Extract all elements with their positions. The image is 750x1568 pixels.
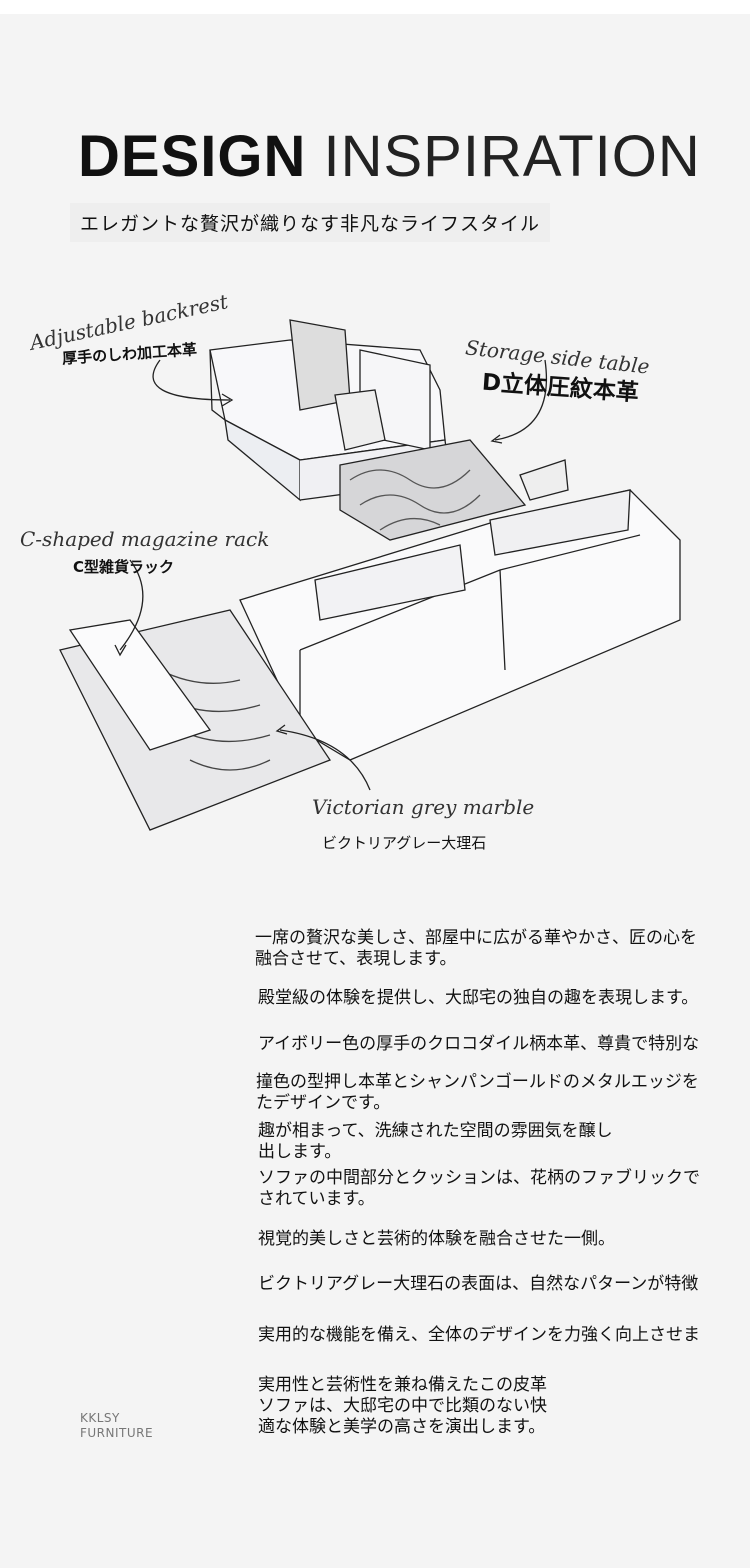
description-paragraph: 殿堂級の体験を提供し、大邸宅の独自の趣を表現します。 bbox=[258, 988, 699, 1008]
description-paragraph: 趣が相まって、洗練された空間の雰囲気を醸し 出します。 bbox=[258, 1121, 613, 1162]
annotation-script-magazine-rack: C-shaped magazine rack bbox=[20, 527, 270, 551]
annotation-label-marble: ビクトリアグレー大理石 bbox=[322, 834, 487, 852]
sofa-sketch-illustration: Adjustable backrest 厚手のしわ加工本革 Storage si… bbox=[0, 289, 750, 890]
description-paragraph: ビクトリアグレー大理石の表面は、自然なパターンが特徴 bbox=[258, 1274, 699, 1294]
page-title: DESIGN INSPIRATION bbox=[78, 122, 701, 192]
title-light: INSPIRATION bbox=[323, 124, 701, 189]
description-paragraph: 実用的な機能を備え、全体のデザインを力強く向上させま bbox=[258, 1325, 700, 1345]
description-paragraph: 実用性と芸術性を兼ね備えたこの皮革 ソファは、大邸宅の中で比類のない快 適な体験… bbox=[258, 1375, 547, 1437]
description-paragraph: 撞色の型押し本革とシャンパンゴールドのメタルエッジを たデザインです。 bbox=[256, 1072, 699, 1113]
description-paragraph: アイボリー色の厚手のクロコダイル柄本革、尊貴で特別な bbox=[258, 1034, 700, 1054]
title-bold: DESIGN bbox=[78, 124, 307, 189]
description-paragraph: ソファの中間部分とクッションは、花柄のファブリックで されています。 bbox=[258, 1168, 700, 1209]
sofa-sketch-drawing bbox=[59, 319, 681, 831]
description-paragraph: 一席の贅沢な美しさ、部屋中に広がる華やかさ、匠の心を 融合させて、表現します。 bbox=[255, 928, 697, 969]
brand-logo: KKLSY FURNITURE bbox=[80, 1411, 153, 1441]
subtitle: エレガントな贅沢が織りなす非凡なライフスタイル bbox=[70, 203, 551, 242]
annotation-label-magazine-rack: C型雑貨ラック bbox=[73, 558, 175, 576]
top-band bbox=[0, 0, 750, 14]
annotation-script-marble: Victorian grey marble bbox=[312, 795, 535, 819]
brand-subtitle: FURNITURE bbox=[80, 1426, 154, 1440]
brand-name: KKLSY bbox=[80, 1411, 120, 1425]
description-paragraph: 視覚的美しさと芸術的体験を融合させた一側。 bbox=[258, 1229, 615, 1249]
